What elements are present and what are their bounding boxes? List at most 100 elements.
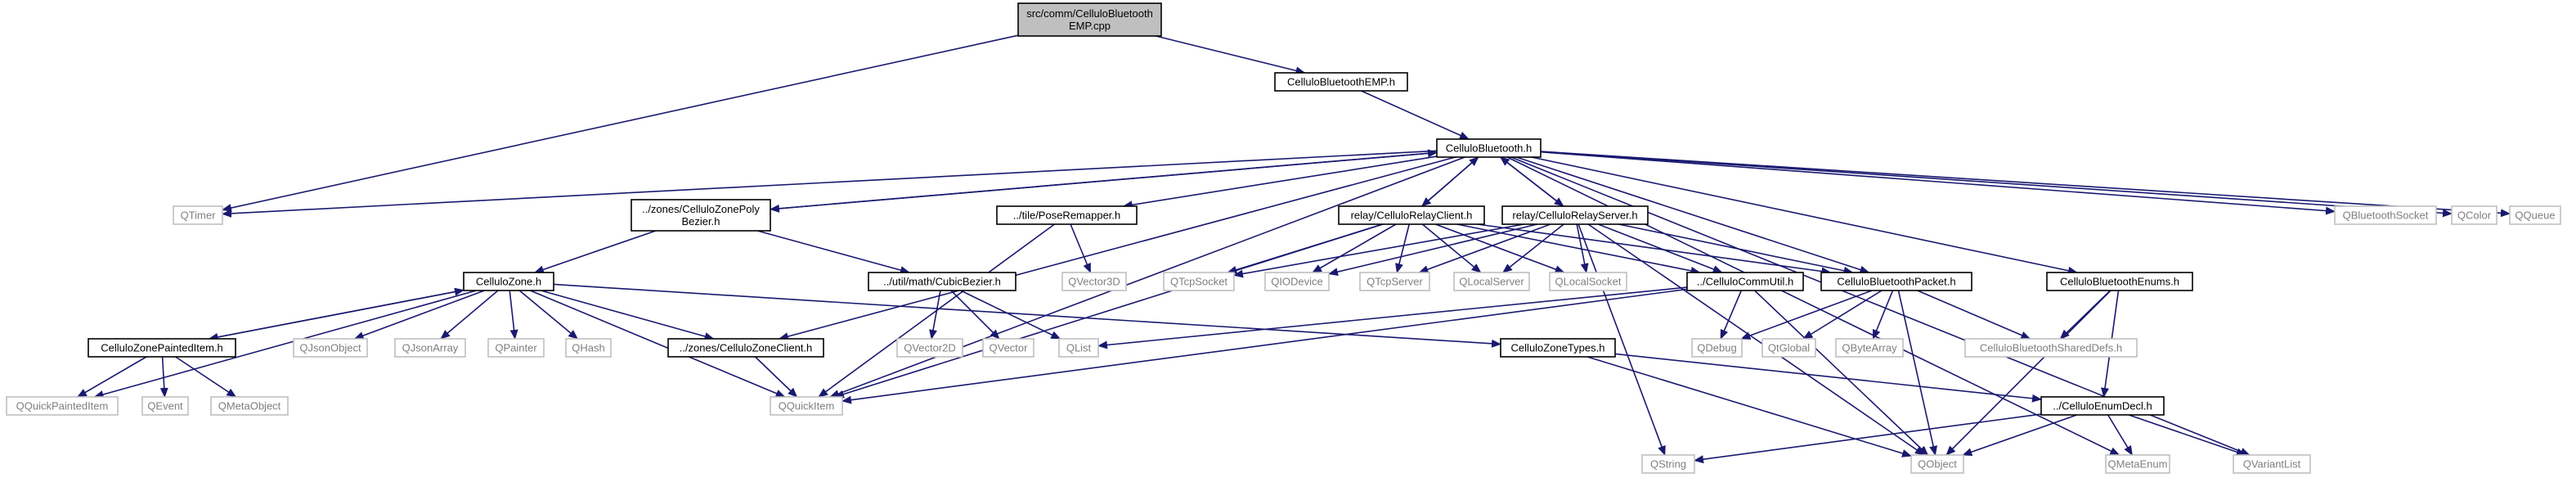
edge-relayserver-to-btpacket [1618, 223, 1854, 275]
edge-relayserver-to-qtcpsocket [1233, 223, 1524, 278]
node-label: QMetaObject [218, 400, 281, 412]
node-box [210, 396, 289, 416]
node-label: QTimer [181, 209, 217, 222]
node-label: ../zones/CelluloZonePoly [642, 203, 760, 215]
node-label: QQuickPaintedItem [16, 400, 109, 412]
node-label: QtGlobal [1768, 342, 1810, 354]
edge-commutil-to-qdebug [1720, 290, 1743, 340]
node-commutil[interactable]: ../CelluloCommUtil.h [1686, 272, 1804, 291]
node-box [6, 396, 119, 416]
edge-root-to-qtimer [222, 34, 1019, 212]
edge-enumdecl-to-qobject [1962, 414, 2077, 457]
edge-btpacket-to-qdebug [1740, 290, 1873, 340]
node-box [1338, 205, 1485, 225]
node-box [1500, 338, 1616, 358]
edge-zonepainted-to-cellulozone [209, 287, 464, 340]
node-label: ../zones/CelluloZoneClient.h [680, 342, 813, 354]
node-box [88, 338, 236, 358]
edge-bt_h-to-qbtsocket [1540, 151, 2336, 215]
edge-zonetypes-to-enumdecl [1614, 353, 2042, 403]
node-qlist: QList [1058, 338, 1099, 358]
node-enumdecl[interactable]: ../CelluloEnumDecl.h [2040, 396, 2165, 416]
node-qdebug: QDebug [1691, 338, 1743, 358]
edge-zonepainted-to-qevent [159, 356, 168, 398]
node-box [2040, 396, 2165, 416]
node-qcolor: QColor [2451, 205, 2497, 225]
node-box [565, 338, 612, 358]
edge-enumdecl-to-qvariantlist [2128, 414, 2246, 457]
node-cubicbezier[interactable]: ../util/math/CubicBezier.h [868, 272, 1016, 291]
node-box [1163, 272, 1235, 291]
node-btenums[interactable]: CelluloBluetoothEnums.h [2046, 272, 2193, 291]
node-box [2046, 272, 2193, 291]
node-box [141, 396, 189, 416]
node-root[interactable]: src/comm/CelluloBluetoothEMP.cpp [1017, 2, 1162, 37]
node-label: QVariantList [2243, 458, 2301, 471]
edge-relayclient-to-commutil [1456, 223, 1701, 275]
node-qqueue: QQueue [2509, 205, 2561, 225]
node-label: ../CelluloCommUtil.h [1697, 276, 1793, 288]
node-label: QLocalSocket [1555, 276, 1622, 288]
node-box [1641, 454, 1695, 474]
node-label: CelluloBluetooth.h [1446, 142, 1533, 155]
node-zonepainted[interactable]: CelluloZonePaintedItem.h [88, 338, 236, 358]
node-label: QMetaEnum [2108, 458, 2168, 471]
node-qvariantlist: QVariantList [2233, 454, 2311, 474]
node-label: QTcpServer [1367, 276, 1423, 288]
node-zonetypes[interactable]: CelluloZoneTypes.h [1500, 338, 1616, 358]
node-box [394, 338, 466, 358]
node-relayserver[interactable]: relay/CelluloRelayServer.h [1501, 205, 1649, 225]
edge-commutil-to-qobject [1754, 290, 1929, 456]
edge-zoneclient-to-qquickitem [754, 356, 798, 398]
node-qtimer: QTimer [173, 205, 223, 225]
edge-relayserver-to-qiodevice [1328, 223, 1538, 277]
node-btpacket[interactable]: CelluloBluetoothPacket.h [1820, 272, 1972, 291]
node-label: QJsonArray [402, 342, 459, 354]
node-label: CelluloZoneTypes.h [1511, 342, 1605, 354]
edge-btpacket-to-shareddefs [1917, 290, 2031, 340]
node-poseremap[interactable]: ../tile/PoseRemapper.h [996, 205, 1138, 225]
edge-relayclient-to-qquickitem [833, 223, 1384, 399]
node-emp_h[interactable]: CelluloBluetoothEMP.h [1274, 72, 1408, 92]
node-qtcpsocket: QTcpSocket [1163, 272, 1235, 291]
edge-bt_h-to-qcolor [1540, 151, 2453, 218]
node-label: QQueue [2515, 209, 2555, 222]
node-box [1274, 72, 1408, 92]
edge-relayclient-to-qtcpserver [1395, 223, 1410, 273]
node-box [1017, 2, 1162, 37]
node-label: QQuickItem [779, 400, 835, 412]
edge-cellulozone-to-qquickpainted [93, 290, 477, 399]
node-bt_h[interactable]: CelluloBluetooth.h [1436, 138, 1542, 158]
edge-zonepoly-to-cubicbezier [756, 230, 910, 274]
node-qtglobal: QtGlobal [1761, 338, 1816, 358]
node-label: CelluloZone.h [476, 276, 541, 288]
edge-root-to-emp_h [1156, 35, 1306, 75]
node-box [487, 338, 545, 358]
node-qbtsocket: QBluetoothSocket [2334, 205, 2437, 225]
node-qbytearray: QByteArray [1835, 338, 1904, 358]
node-box [896, 338, 963, 358]
node-label: QString [1650, 458, 1686, 471]
edge-btpacket-to-qtglobal [1802, 290, 1883, 340]
edge-relayserver-to-qlocalserver [1502, 223, 1564, 273]
edge-cubicbezier-to-qlist [960, 290, 1061, 340]
edge-zonepoly-to-bt_h [770, 149, 1438, 210]
node-zoneclient[interactable]: ../zones/CelluloZoneClient.h [667, 338, 824, 358]
edge-cubicbezier-to-qvector2d [929, 290, 941, 340]
edge-bt_h-to-btpacket [1515, 156, 1870, 274]
node-box [2233, 454, 2311, 474]
edge-btpacket-to-qobject [1897, 290, 1938, 456]
node-qhash: QHash [565, 338, 612, 358]
node-qlocalserver: QLocalServer [1453, 272, 1530, 291]
node-label: QPainter [495, 342, 537, 354]
node-box [770, 396, 843, 416]
node-label: CelluloBluetoothSharedDefs.h [1980, 342, 2122, 354]
edge-cellulozone-to-qjsonarray [440, 290, 499, 340]
node-label: QHash [572, 342, 604, 354]
node-relayclient[interactable]: relay/CelluloRelayClient.h [1338, 205, 1485, 225]
node-box [1835, 338, 1904, 358]
node-label: CelluloBluetoothPacket.h [1837, 276, 1955, 288]
node-cellulozone[interactable]: CelluloZone.h [463, 272, 554, 291]
edge-emp_h-to-bt_h [1361, 90, 1470, 140]
